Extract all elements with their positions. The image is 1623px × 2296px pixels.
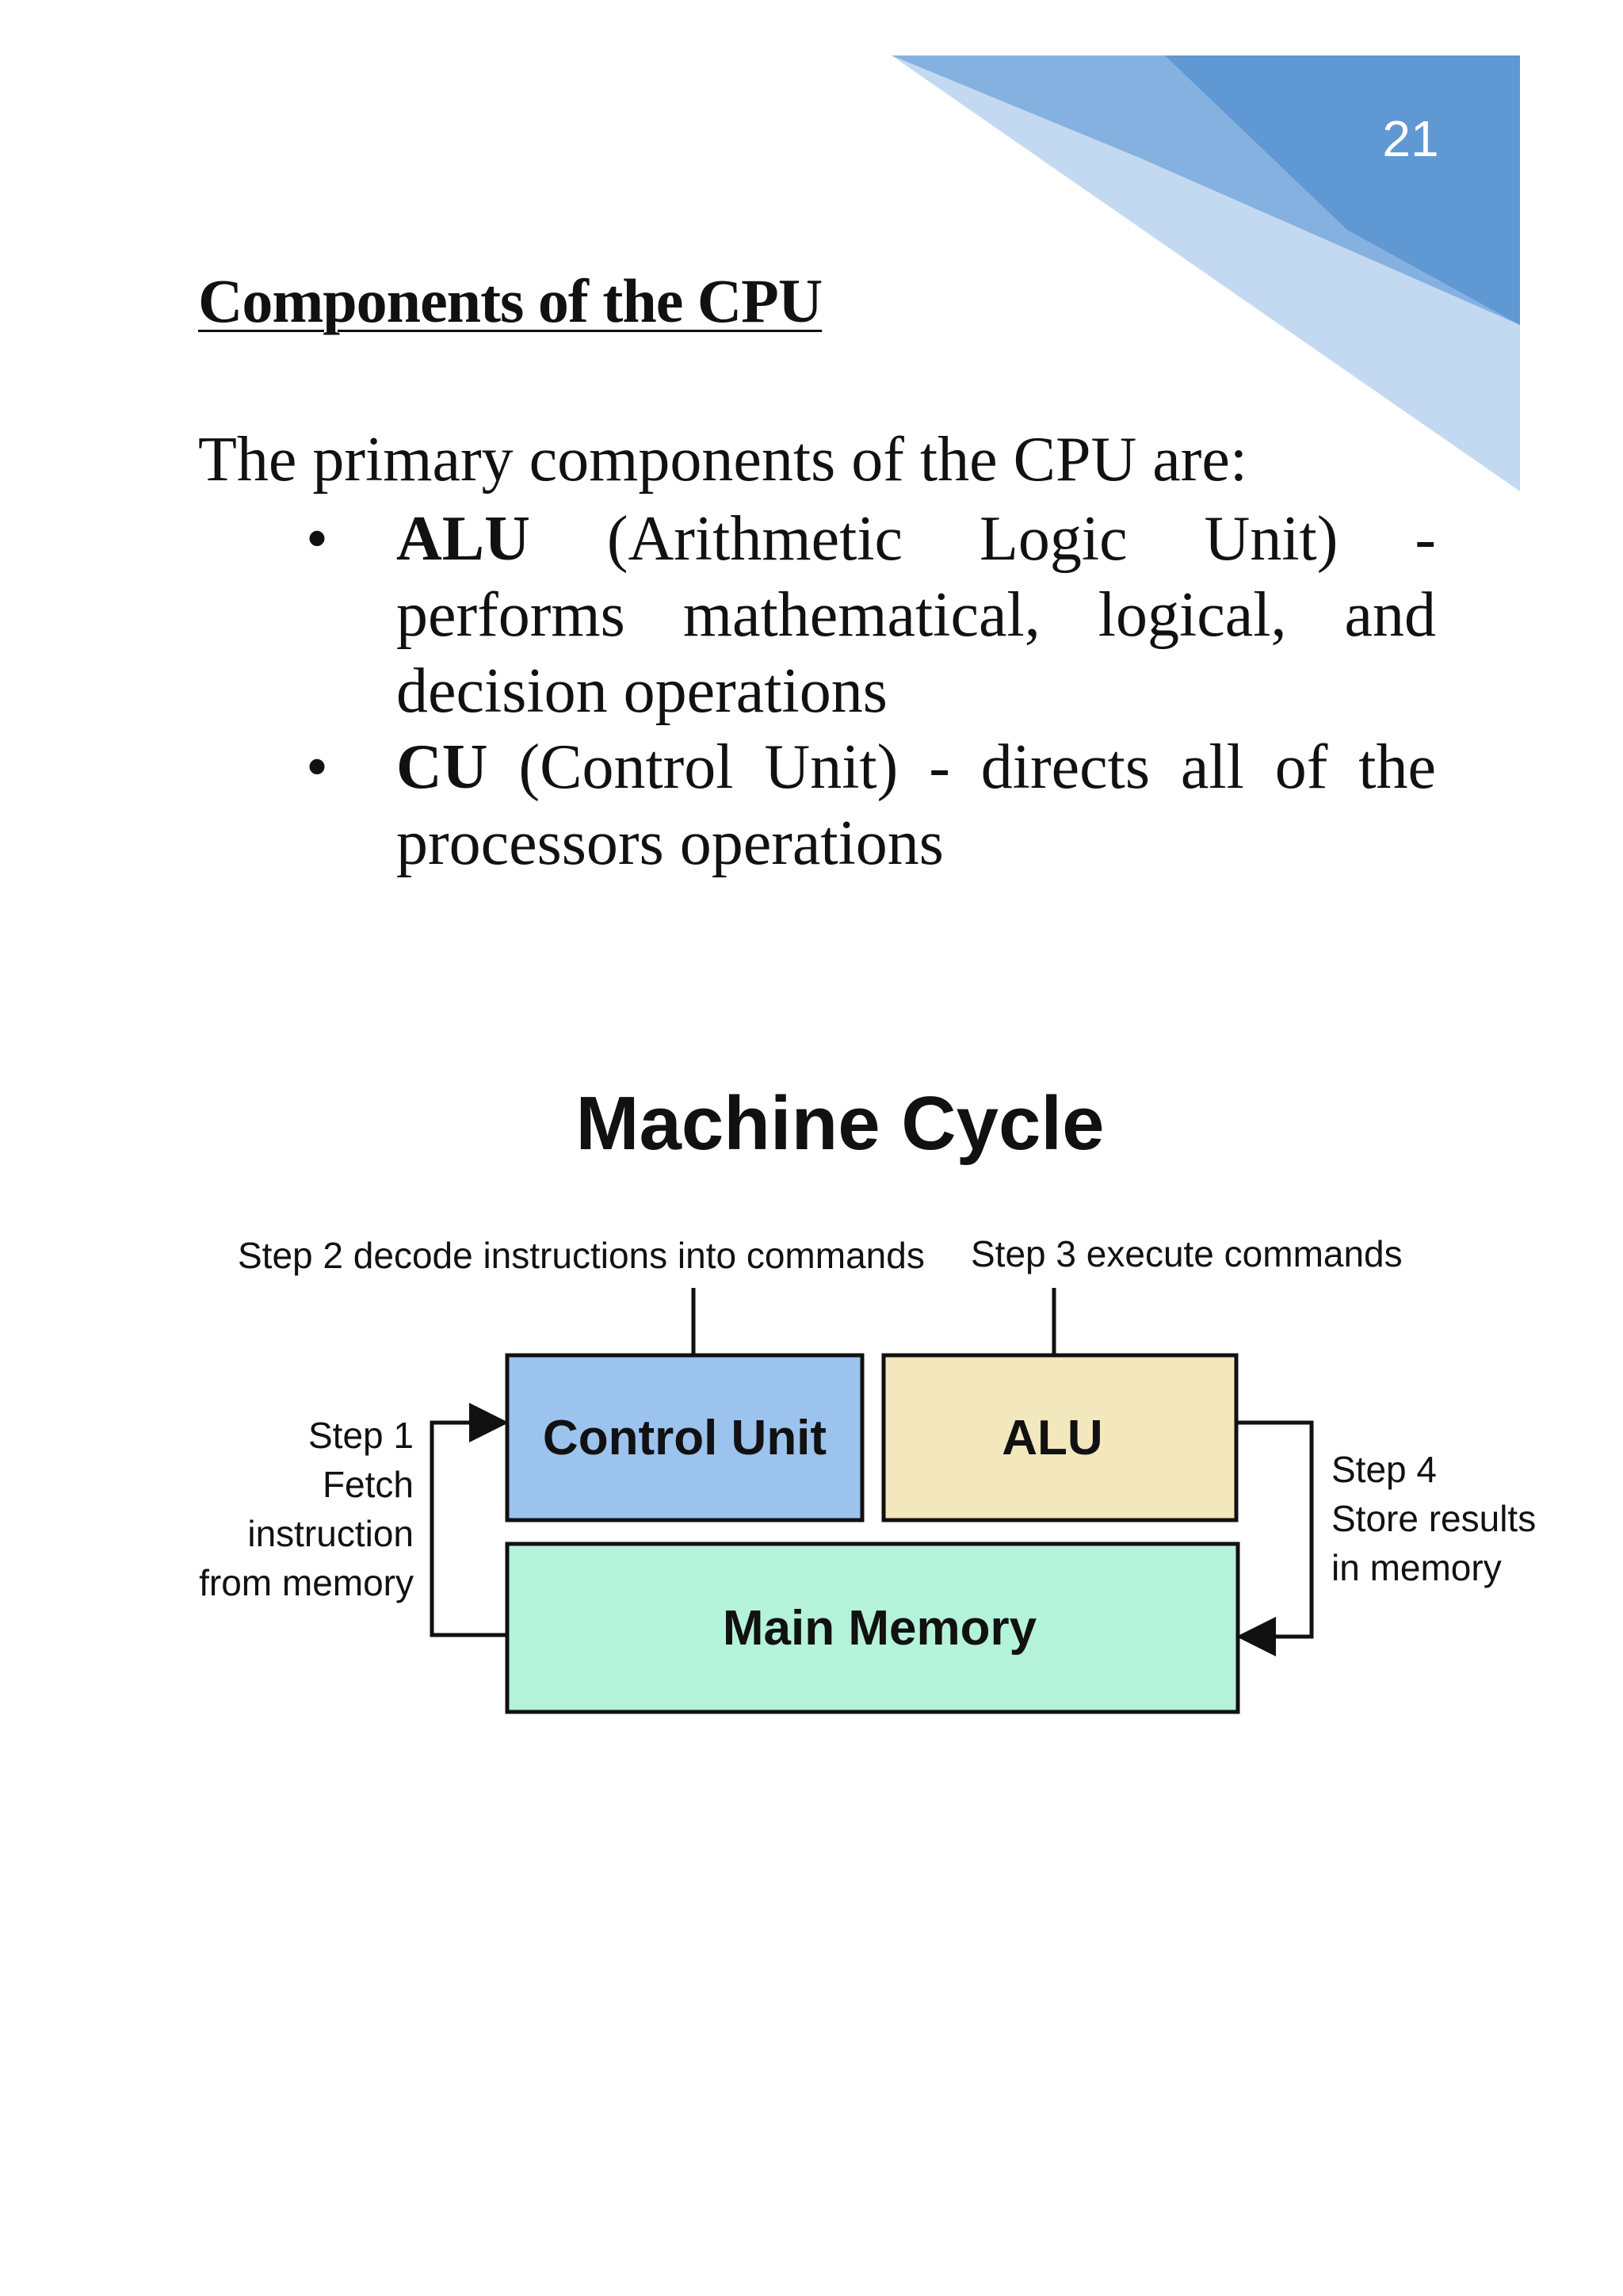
step4-arrow xyxy=(1236,1420,1314,1656)
step3-label: Step 3 execute commands xyxy=(971,1233,1403,1274)
bullet-icon: • xyxy=(305,504,328,574)
step1-line-2: Fetch xyxy=(323,1464,414,1505)
control-unit-label: Control Unit xyxy=(543,1411,827,1465)
diagram-title: Machine Cycle xyxy=(576,1081,1105,1166)
main-memory-box xyxy=(505,1541,1240,1714)
step4-line-3: in memory xyxy=(1331,1547,1502,1588)
step2-label: Step 2 decode instructions into commands xyxy=(238,1235,925,1276)
term-cu: CU xyxy=(396,732,488,802)
component-list: • ALU (Arithmetic Logic Unit) - performs… xyxy=(301,501,1436,881)
alu-box xyxy=(881,1353,1239,1522)
step1-line-4: from memory xyxy=(199,1562,414,1603)
step1-arrow xyxy=(430,1403,509,1637)
step4-line-2: Store results xyxy=(1331,1498,1536,1539)
step4-line-1: Step 4 xyxy=(1331,1449,1437,1490)
corner-decoration xyxy=(892,55,1520,491)
machine-cycle-diagram: Machine Cycle Step 2 decode instructions… xyxy=(199,1081,1536,1714)
page-number: 21 xyxy=(1382,110,1439,167)
section-heading: Components of the CPU xyxy=(198,266,823,335)
description-alu: (Arithmetic Logic Unit) - performs mathe… xyxy=(396,504,1436,726)
main-memory-label: Main Memory xyxy=(723,1601,1037,1656)
term-alu: ALU xyxy=(396,504,530,574)
step1-line-1: Step 1 xyxy=(308,1415,414,1456)
control-unit-box xyxy=(505,1353,865,1522)
step1-line-3: instruction xyxy=(247,1513,414,1554)
list-item-alu: • ALU (Arithmetic Logic Unit) - performs… xyxy=(301,501,1436,729)
alu-label: ALU xyxy=(1002,1411,1102,1465)
intro-text: The primary components of the CPU are: xyxy=(198,425,1248,495)
bullet-icon: • xyxy=(305,732,328,802)
corner-triangle-dark xyxy=(1165,55,1520,325)
description-cu: (Control Unit) - directs all of the proc… xyxy=(396,732,1436,878)
list-item-cu: • CU (Control Unit) - directs all of the… xyxy=(301,729,1436,881)
